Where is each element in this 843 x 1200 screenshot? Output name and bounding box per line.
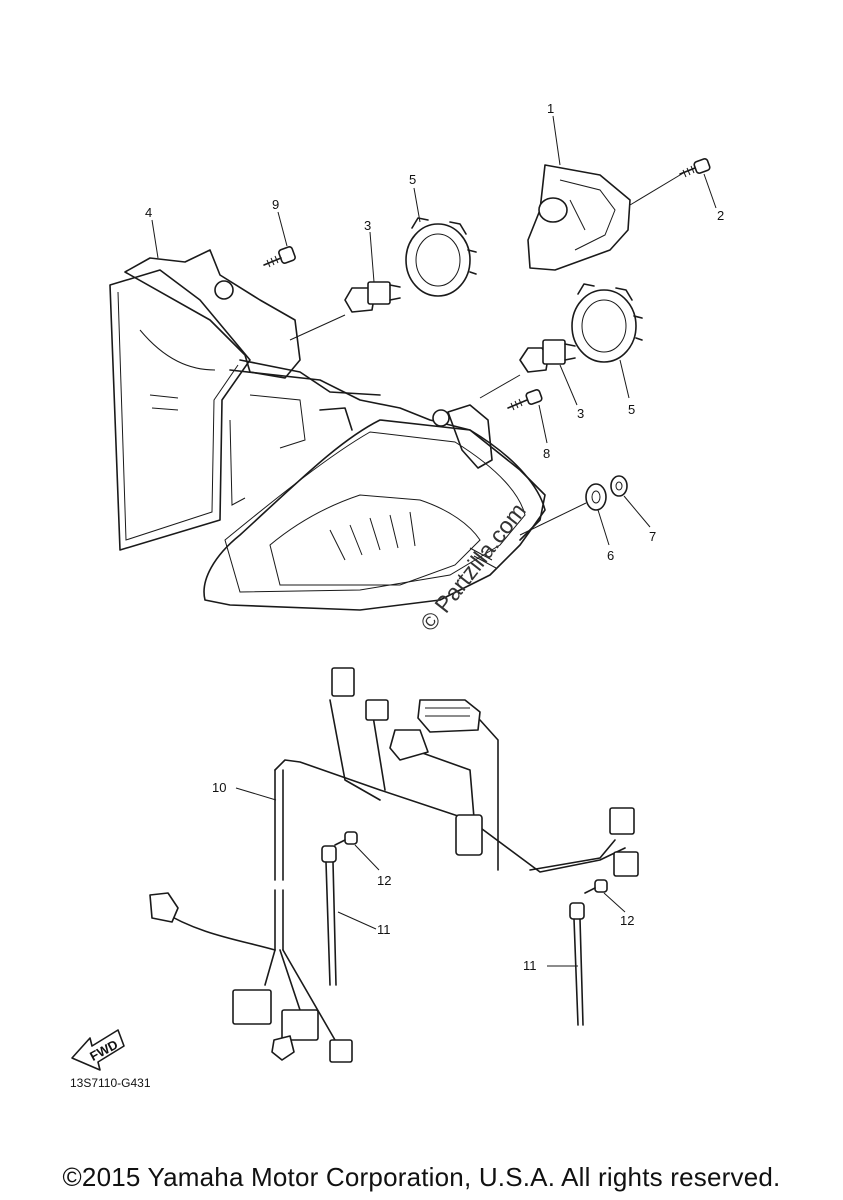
fwd-arrow: FWD [71, 1029, 125, 1071]
part-6-grommet[interactable] [585, 483, 607, 511]
callout-10: 10 [212, 780, 226, 795]
callout-numbers: 1 2 3 3 4 5 5 6 7 8 9 10 11 11 12 12 [145, 101, 724, 973]
part-12-screw-left[interactable] [334, 831, 358, 846]
callout-5-lower: 5 [628, 402, 635, 417]
part-5-socket-lower[interactable] [571, 283, 643, 363]
part-7-washer[interactable] [610, 475, 628, 497]
callout-9: 9 [272, 197, 279, 212]
callout-12-left: 12 [377, 873, 391, 888]
callout-12-right: 12 [620, 913, 634, 928]
callout-3-upper: 3 [364, 218, 371, 233]
part-3-bulb-upper[interactable] [344, 281, 401, 313]
callout-8: 8 [543, 446, 550, 461]
part-5-socket-upper[interactable] [405, 217, 477, 297]
part-10-wire-harness[interactable] [149, 667, 639, 1063]
callout-11-left: 11 [377, 922, 391, 937]
callout-7: 7 [649, 529, 656, 544]
part-8-bolt[interactable] [507, 389, 543, 411]
leader-lines [151, 115, 717, 967]
callout-6: 6 [607, 548, 614, 563]
svg-text:FWD: FWD [87, 1037, 120, 1064]
diagram-code: 13S7110-G431 [70, 1076, 151, 1090]
callout-5-upper: 5 [409, 172, 416, 187]
part-12-screw-right[interactable] [584, 879, 608, 894]
part-11-cable-tie-right[interactable] [569, 902, 585, 1026]
part-9-bolt[interactable] [263, 246, 296, 268]
callout-1: 1 [547, 101, 554, 116]
callout-11-right: 11 [523, 958, 537, 973]
headlight-assembly[interactable] [109, 249, 546, 611]
part-3-bulb-lower[interactable] [519, 339, 576, 373]
callout-4: 4 [145, 205, 152, 220]
callout-3-lower: 3 [577, 406, 584, 421]
part-11-cable-tie-left[interactable] [321, 845, 337, 986]
part-1-cover[interactable] [527, 164, 631, 271]
part-2-screw[interactable] [679, 158, 711, 178]
copyright-notice: ©2015 Yamaha Motor Corporation, U.S.A. A… [62, 1162, 781, 1192]
callout-2: 2 [717, 208, 724, 223]
